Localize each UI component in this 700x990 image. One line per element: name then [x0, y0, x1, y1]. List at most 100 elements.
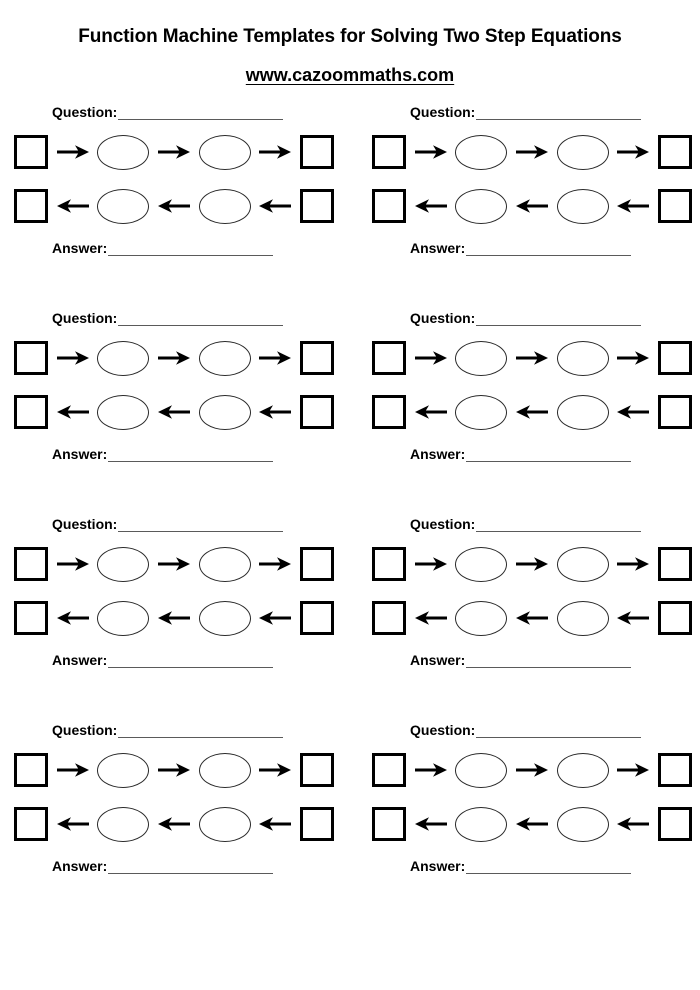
- function-oval-4[interactable]: [198, 600, 251, 636]
- function-oval-2[interactable]: [198, 752, 251, 788]
- question-field[interactable]: Question:: [52, 722, 284, 738]
- output-box[interactable]: [14, 601, 48, 635]
- input-box[interactable]: [372, 547, 406, 581]
- answer-field[interactable]: Answer:: [52, 240, 274, 256]
- input-box[interactable]: [658, 189, 693, 223]
- output-box[interactable]: [14, 189, 48, 223]
- function-oval-2[interactable]: [556, 134, 609, 170]
- answer-blank-line[interactable]: [466, 860, 632, 874]
- output-box[interactable]: [300, 547, 335, 581]
- output-box[interactable]: [658, 135, 693, 169]
- answer-blank-line[interactable]: [466, 448, 632, 462]
- function-oval-1[interactable]: [455, 134, 508, 170]
- input-box[interactable]: [14, 341, 48, 375]
- function-oval-2[interactable]: [556, 340, 609, 376]
- input-box[interactable]: [658, 601, 693, 635]
- answer-label: Answer:: [410, 240, 466, 256]
- output-box[interactable]: [372, 189, 406, 223]
- answer-field[interactable]: Answer:: [410, 858, 632, 874]
- output-box[interactable]: [14, 395, 48, 429]
- question-blank-line[interactable]: [118, 724, 284, 738]
- output-box[interactable]: [372, 395, 406, 429]
- function-oval-4[interactable]: [198, 188, 251, 224]
- input-box[interactable]: [14, 135, 48, 169]
- question-field[interactable]: Question:: [410, 104, 642, 120]
- output-box[interactable]: [300, 135, 335, 169]
- function-oval-3[interactable]: [97, 394, 150, 430]
- question-blank-line[interactable]: [118, 518, 284, 532]
- input-box[interactable]: [372, 135, 406, 169]
- question-field[interactable]: Question:: [52, 516, 284, 532]
- function-oval-4[interactable]: [556, 600, 609, 636]
- output-box[interactable]: [300, 753, 335, 787]
- input-box[interactable]: [372, 341, 406, 375]
- function-oval-3[interactable]: [455, 188, 508, 224]
- output-box[interactable]: [658, 753, 693, 787]
- question-blank-line[interactable]: [118, 106, 284, 120]
- answer-field[interactable]: Answer:: [52, 652, 274, 668]
- input-box[interactable]: [300, 189, 335, 223]
- output-box[interactable]: [658, 341, 693, 375]
- question-field[interactable]: Question:: [52, 104, 284, 120]
- function-oval-2[interactable]: [556, 752, 609, 788]
- question-blank-line[interactable]: [118, 312, 284, 326]
- answer-blank-line[interactable]: [108, 654, 274, 668]
- function-oval-2[interactable]: [198, 546, 251, 582]
- question-blank-line[interactable]: [476, 312, 642, 326]
- function-oval-4[interactable]: [198, 806, 251, 842]
- input-box[interactable]: [14, 753, 48, 787]
- function-oval-1[interactable]: [97, 546, 150, 582]
- function-oval-3[interactable]: [97, 806, 150, 842]
- input-box[interactable]: [14, 547, 48, 581]
- output-box[interactable]: [372, 601, 406, 635]
- input-box[interactable]: [658, 807, 693, 841]
- function-oval-4[interactable]: [556, 394, 609, 430]
- function-oval-2[interactable]: [198, 340, 251, 376]
- answer-label: Answer:: [52, 446, 108, 462]
- function-oval-1[interactable]: [97, 752, 150, 788]
- function-oval-1[interactable]: [455, 546, 508, 582]
- function-oval-1[interactable]: [455, 752, 508, 788]
- question-field[interactable]: Question:: [410, 516, 642, 532]
- answer-field[interactable]: Answer:: [410, 446, 632, 462]
- function-oval-4[interactable]: [198, 394, 251, 430]
- output-box[interactable]: [14, 807, 48, 841]
- output-box[interactable]: [300, 341, 335, 375]
- function-oval-3[interactable]: [97, 188, 150, 224]
- question-field[interactable]: Question:: [410, 310, 642, 326]
- function-oval-4[interactable]: [556, 188, 609, 224]
- answer-blank-line[interactable]: [466, 654, 632, 668]
- answer-blank-line[interactable]: [108, 242, 274, 256]
- input-box[interactable]: [300, 601, 335, 635]
- answer-field[interactable]: Answer:: [410, 652, 632, 668]
- function-oval-3[interactable]: [455, 600, 508, 636]
- input-box[interactable]: [300, 807, 335, 841]
- question-field[interactable]: Question:: [52, 310, 284, 326]
- question-blank-line[interactable]: [476, 106, 642, 120]
- answer-field[interactable]: Answer:: [52, 858, 274, 874]
- answer-blank-line[interactable]: [466, 242, 632, 256]
- function-oval-4[interactable]: [556, 806, 609, 842]
- answer-blank-line[interactable]: [108, 448, 274, 462]
- inverse-machine-row: [14, 598, 335, 638]
- function-oval-2[interactable]: [556, 546, 609, 582]
- function-oval-3[interactable]: [97, 600, 150, 636]
- answer-field[interactable]: Answer:: [410, 240, 632, 256]
- question-blank-line[interactable]: [476, 518, 642, 532]
- output-box[interactable]: [372, 807, 406, 841]
- answer-field[interactable]: Answer:: [52, 446, 274, 462]
- function-oval-1[interactable]: [455, 340, 508, 376]
- function-oval-1[interactable]: [97, 134, 150, 170]
- input-box[interactable]: [372, 753, 406, 787]
- question-field[interactable]: Question:: [410, 722, 642, 738]
- function-oval-3[interactable]: [455, 394, 508, 430]
- answer-blank-line[interactable]: [108, 860, 274, 874]
- question-blank-line[interactable]: [476, 724, 642, 738]
- function-oval-2[interactable]: [198, 134, 251, 170]
- answer-label: Answer:: [52, 858, 108, 874]
- function-oval-1[interactable]: [97, 340, 150, 376]
- function-oval-3[interactable]: [455, 806, 508, 842]
- input-box[interactable]: [658, 395, 693, 429]
- input-box[interactable]: [300, 395, 335, 429]
- output-box[interactable]: [658, 547, 693, 581]
